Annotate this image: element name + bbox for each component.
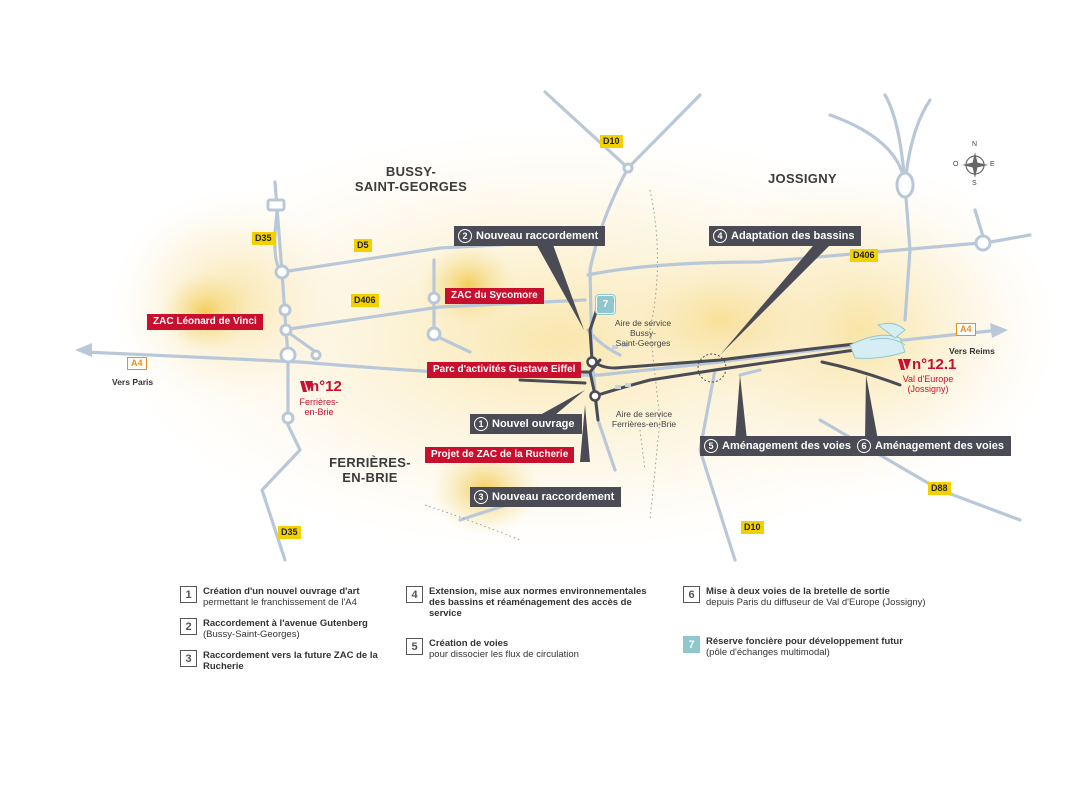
- legend-number: 4: [406, 586, 423, 603]
- callout-number: 1: [474, 417, 488, 431]
- callout-number: 4: [713, 229, 727, 243]
- exit-12-ferrieres: n°12: [310, 378, 342, 395]
- exit-location: Ferrières- en-Brie: [299, 397, 339, 417]
- direction-paris: Vers Paris: [112, 377, 154, 387]
- callout-label: Nouveau raccordement: [476, 230, 599, 242]
- callout-number: 6: [857, 439, 871, 453]
- zac-du-sycomore: ZAC du Sycomore: [445, 288, 544, 304]
- exit-number: n°12: [310, 378, 342, 395]
- a4-direction-arrows: [75, 323, 1008, 357]
- legend-text: pour dissocier les flux de circulation: [429, 649, 579, 660]
- project-map: [75, 90, 1060, 562]
- service-area-icons: [612, 343, 631, 389]
- legend-item-3: 3 Raccordement vers la future ZAC de la …: [180, 650, 380, 672]
- callout-6-amenagement-voies: 6 Aménagement des voies: [853, 436, 1011, 456]
- zac-leonard-de-vinci: ZAC Léonard de Vinci: [147, 314, 263, 330]
- road-label-d10-north: D10: [600, 135, 623, 148]
- callout-pointers: [535, 240, 878, 462]
- exit-location: Val d'Europe (Jossigny): [902, 374, 954, 394]
- road-label-d10-south: D10: [741, 521, 764, 534]
- basin-adaptation-marker: [697, 353, 727, 383]
- callout-2-nouveau-raccordement: 2 Nouveau raccordement: [454, 226, 606, 246]
- legend-item-6: 6 Mise à deux voies de la bretelle de so…: [683, 586, 933, 608]
- exit-12-1-sub: Val d'Europe (Jossigny): [893, 374, 963, 394]
- legend-number: 2: [180, 618, 197, 635]
- callout-label: Nouvel ouvrage: [492, 418, 575, 430]
- callout-number: 5: [704, 439, 718, 453]
- road-label-d35-north: D35: [252, 232, 275, 245]
- town-bussy-saint-georges: BUSSY- SAINT-GEORGES: [354, 164, 468, 194]
- compass-rose-icon: [962, 152, 988, 178]
- legend-number: 6: [683, 586, 700, 603]
- legend-text: permettant le franchissement de l'A4: [203, 597, 357, 608]
- road-label-d35-south: D35: [278, 526, 301, 539]
- legend-number: 5: [406, 638, 423, 655]
- town-jossigny: JOSSIGNY: [768, 171, 837, 186]
- exit-number: n°12.1: [912, 356, 957, 373]
- water-basins: [849, 322, 906, 359]
- exit-12-1-val-europe: n°12.1: [912, 356, 956, 373]
- legend-item-2: 2 Raccordement à l'avenue Gutenberg(Buss…: [180, 618, 430, 640]
- callout-5-amenagement-voies: 5 Aménagement des voies: [700, 436, 858, 456]
- roundabouts: [266, 162, 992, 425]
- compass-s: S: [972, 180, 977, 187]
- road-label-a4-east: A4: [956, 323, 976, 336]
- legend-item-4: 4 Extension, mise aux normes environneme…: [406, 586, 656, 619]
- road-label-d406-east: D406: [850, 249, 878, 262]
- projet-zac-rucherie: Projet de ZAC de la Rucherie: [425, 447, 575, 463]
- legend-title: Raccordement à l'avenue Gutenberg: [203, 618, 368, 629]
- compass-o: O: [953, 161, 959, 168]
- legend-title: Création de voies: [429, 638, 509, 649]
- legend-text: (Bussy-Saint-Georges): [203, 629, 300, 640]
- dotted-paths: [424, 189, 661, 541]
- compass-n: N: [972, 141, 978, 148]
- legend-item-7: 7 Réserve foncière pour développement fu…: [683, 636, 933, 658]
- legend-title: Réserve foncière pour développement futu…: [706, 636, 903, 647]
- reserve-fonciere-marker: 7: [595, 294, 616, 315]
- callout-3-nouveau-raccordement: 3 Nouveau raccordement: [470, 487, 622, 507]
- road-label-a4-west: A4: [127, 357, 147, 370]
- legend-title: Raccordement vers la future ZAC de la Ru…: [203, 650, 378, 672]
- legend-title: Extension, mise aux normes environnement…: [429, 586, 647, 619]
- callout-number: 2: [458, 229, 472, 243]
- callout-1-nouvel-ouvrage: 1 Nouvel ouvrage: [470, 414, 582, 434]
- legend-number: 7: [683, 636, 700, 653]
- interchange-nodes: [586, 356, 601, 402]
- callout-label: Aménagement des voies: [875, 440, 1004, 452]
- road-label-d88: D88: [928, 482, 951, 495]
- service-area-ferrieres: Aire de service Ferrières-en-Brie: [611, 409, 677, 429]
- callout-label: Nouveau raccordement: [492, 491, 615, 503]
- callout-label: Adaptation des bassins: [731, 230, 855, 242]
- legend-title: Création d'un nouvel ouvrage d'art: [203, 586, 360, 597]
- legend-title: Mise à deux voies de la bretelle de sort…: [706, 586, 890, 597]
- town-ferrieres-en-brie: FERRIÈRES- EN-BRIE: [329, 455, 411, 485]
- legend-number: 3: [180, 650, 197, 667]
- legend-number: 1: [180, 586, 197, 603]
- road-label-d5: D5: [354, 239, 372, 252]
- exit-logo-icon: [300, 359, 911, 392]
- callout-label: Aménagement des voies: [722, 440, 851, 452]
- callout-4-adaptation-bassins: 4 Adaptation des bassins: [709, 226, 862, 246]
- service-area-bussy: Aire de service Bussy- Saint-Georges: [614, 318, 672, 348]
- callout-number: 3: [474, 490, 488, 504]
- compass-e: E: [990, 161, 995, 168]
- legend-text: depuis Paris du diffuseur de Val d'Europ…: [706, 597, 926, 608]
- parc-activites-gustave-eiffel: Parc d'activités Gustave Eiffel: [427, 362, 582, 378]
- road-label-d406-west: D406: [351, 294, 379, 307]
- exit-12-sub: Ferrières- en-Brie: [294, 397, 344, 417]
- direction-reims: Vers Reims: [949, 346, 995, 356]
- legend-text: (pôle d'échanges multimodal): [706, 647, 830, 658]
